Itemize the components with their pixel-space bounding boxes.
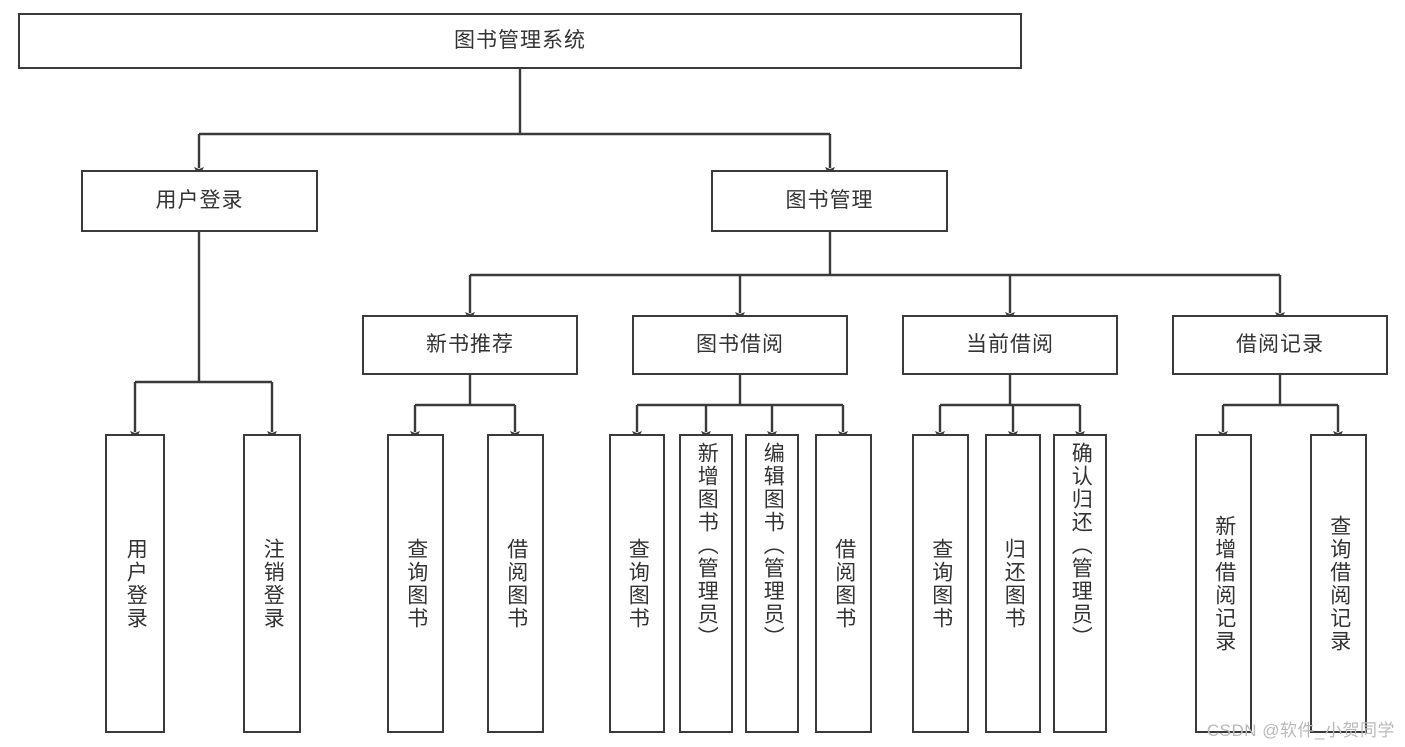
node-new-book-recommend[interactable]: 新书推荐 — [362, 315, 578, 375]
leaf-edit-book-label: 编辑图书（管理员） — [761, 442, 785, 649]
leaf-query-record-label: 查询借阅记录 — [1327, 514, 1351, 653]
leaf-query-book-3[interactable]: 查询图书 — [912, 434, 969, 733]
leaf-return-book-label: 归还图书 — [1002, 537, 1026, 630]
leaf-query-record[interactable]: 查询借阅记录 — [1310, 434, 1367, 733]
node-new-book-recommend-label: 新书推荐 — [426, 333, 514, 357]
leaf-query-book-1-label: 查询图书 — [404, 537, 428, 630]
leaf-borrow-book-1[interactable]: 借阅图书 — [487, 434, 544, 733]
leaf-add-record[interactable]: 新增借阅记录 — [1195, 434, 1252, 733]
leaf-borrow-book-1-label: 借阅图书 — [504, 537, 528, 630]
leaf-query-book-3-label: 查询图书 — [929, 537, 953, 630]
leaf-borrow-book-2-label: 借阅图书 — [832, 537, 856, 630]
node-book-borrow-label: 图书借阅 — [696, 333, 784, 357]
node-book-manage-label: 图书管理 — [785, 189, 874, 213]
node-borrow-record[interactable]: 借阅记录 — [1172, 315, 1388, 375]
leaf-confirm-return-label: 确认归还（管理员） — [1069, 442, 1093, 649]
node-book-manage[interactable]: 图书管理 — [711, 170, 948, 232]
leaf-add-book[interactable]: 新增图书（管理员） — [679, 434, 733, 733]
node-current-borrow[interactable]: 当前借阅 — [902, 315, 1118, 375]
leaf-user-login-label: 用户登录 — [124, 537, 148, 630]
watermark: CSDN @软件_小贺同学 — [1206, 721, 1395, 740]
leaf-return-book[interactable]: 归还图书 — [985, 434, 1041, 733]
leaf-borrow-book-2[interactable]: 借阅图书 — [815, 434, 872, 733]
leaf-query-book-2-label: 查询图书 — [626, 537, 650, 630]
leaf-query-book-2[interactable]: 查询图书 — [609, 434, 665, 733]
leaf-edit-book[interactable]: 编辑图书（管理员） — [745, 434, 799, 733]
node-root-label: 图书管理系统 — [454, 29, 586, 53]
node-user-login-label: 用户登录 — [155, 189, 244, 213]
leaf-user-login[interactable]: 用户登录 — [105, 434, 165, 733]
leaf-query-book-1[interactable]: 查询图书 — [387, 434, 444, 733]
node-current-borrow-label: 当前借阅 — [966, 333, 1054, 357]
leaf-add-book-label: 新增图书（管理员） — [695, 442, 719, 649]
leaf-user-logout[interactable]: 注销登录 — [243, 434, 301, 733]
leaf-confirm-return[interactable]: 确认归还（管理员） — [1053, 434, 1107, 733]
node-book-borrow[interactable]: 图书借阅 — [632, 315, 848, 375]
node-root[interactable]: 图书管理系统 — [18, 13, 1022, 69]
node-user-login[interactable]: 用户登录 — [81, 170, 318, 232]
leaf-add-record-label: 新增借阅记录 — [1212, 514, 1236, 653]
leaf-user-logout-label: 注销登录 — [261, 537, 285, 630]
node-borrow-record-label: 借阅记录 — [1236, 333, 1324, 357]
